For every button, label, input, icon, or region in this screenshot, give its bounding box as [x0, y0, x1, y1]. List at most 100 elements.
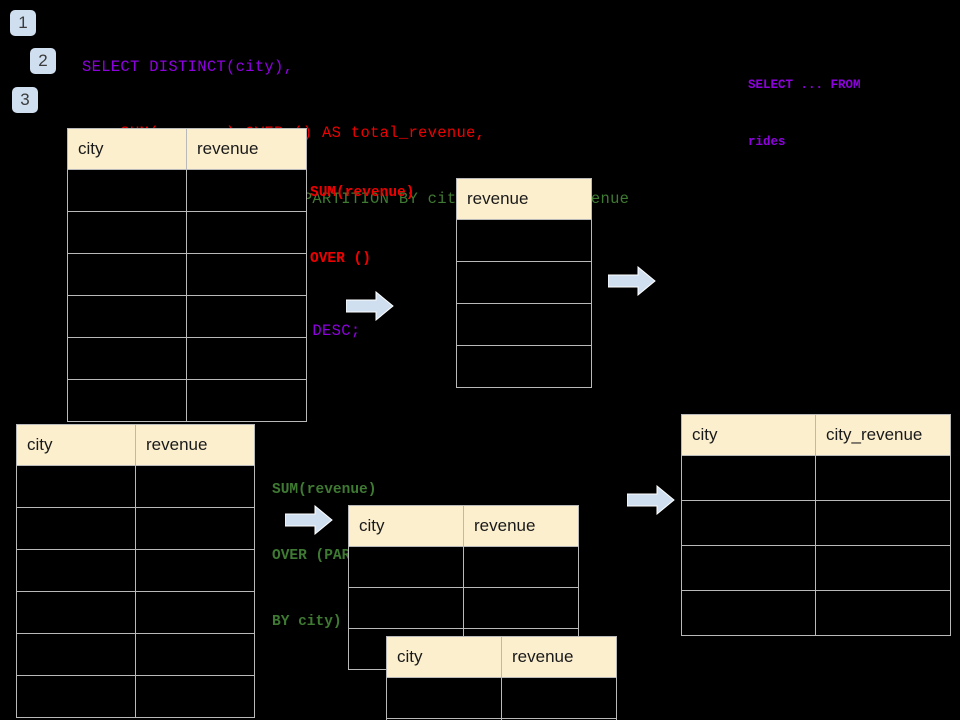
table-row [681, 455, 951, 501]
table-row [67, 253, 307, 296]
table-header-row: city revenue [16, 424, 255, 466]
table-row [16, 675, 255, 718]
table-cell [348, 546, 464, 588]
table-row [67, 379, 307, 422]
sql-line-select: SELECT DISTINCT(city), [82, 58, 294, 76]
column-header-city: city [348, 505, 464, 547]
table-cell [186, 337, 307, 380]
table-cell [386, 677, 502, 719]
table-cell [501, 677, 617, 719]
annotation-total-revenue-line-1: SUM(revenue) [310, 185, 415, 201]
table-cell [463, 546, 579, 588]
table-cell [135, 507, 255, 550]
table-row [67, 337, 307, 380]
table-cell [135, 675, 255, 718]
table-cell [815, 455, 951, 501]
table-cell [186, 253, 307, 296]
table-row [67, 169, 307, 212]
table-row [681, 500, 951, 546]
table-cell [67, 169, 187, 212]
table-cell [67, 379, 187, 422]
table-row [16, 633, 255, 676]
step-badge-3: 3 [12, 87, 38, 113]
column-header-revenue: revenue [186, 128, 307, 170]
table-cell [16, 591, 136, 634]
table-cell [135, 549, 255, 592]
table-row [456, 303, 592, 346]
table-cell [186, 295, 307, 338]
table-row [456, 345, 592, 388]
table-cell [815, 590, 951, 636]
column-header-city: city [681, 414, 816, 456]
arrow-partition-to-result [627, 485, 675, 515]
table-row [386, 677, 617, 719]
table-cell [681, 500, 816, 546]
table-row [16, 591, 255, 634]
table-header-row: city revenue [348, 505, 579, 547]
table-cell [67, 253, 187, 296]
table-cell [815, 545, 951, 591]
table-row [681, 590, 951, 636]
table-cell [463, 587, 579, 629]
table-cell [456, 261, 592, 304]
rides-source-table: city revenue [67, 128, 307, 422]
column-header-city: city [16, 424, 136, 466]
table-row [16, 465, 255, 508]
table-row [386, 718, 617, 720]
table-body [16, 465, 255, 718]
table-cell [135, 465, 255, 508]
column-header-city: city [386, 636, 502, 678]
table-body [386, 677, 617, 720]
table-cell [67, 337, 187, 380]
sql-side-line-2: rides [748, 135, 786, 149]
annotation-city-revenue-line-1: SUM(revenue) [272, 482, 377, 498]
table-cell [501, 718, 617, 720]
arrow-source-to-total [346, 291, 394, 321]
table-row [67, 295, 307, 338]
table-cell [681, 545, 816, 591]
table-cell [681, 590, 816, 636]
table-header-row: revenue [456, 178, 592, 220]
partition-group-table-front: city revenue [386, 636, 617, 720]
table-cell [16, 633, 136, 676]
table-cell [456, 219, 592, 262]
table-header-row: city revenue [67, 128, 307, 170]
table-row [16, 549, 255, 592]
table-row [456, 219, 592, 262]
table-cell [456, 345, 592, 388]
total-revenue-table: revenue [456, 178, 592, 388]
sql-side-label: SELECT ... FROM rides [748, 38, 861, 190]
table-body [456, 219, 592, 388]
table-cell [348, 587, 464, 629]
table-cell [16, 675, 136, 718]
table-header-row: city city_revenue [681, 414, 951, 456]
table-body [67, 169, 307, 422]
column-header-revenue: revenue [456, 178, 592, 220]
table-cell [186, 211, 307, 254]
table-cell [135, 591, 255, 634]
table-cell [16, 549, 136, 592]
table-cell [16, 465, 136, 508]
table-cell [67, 211, 187, 254]
step-badge-1: 1 [10, 10, 36, 36]
column-header-revenue: revenue [135, 424, 255, 466]
table-cell [186, 169, 307, 212]
table-row [16, 507, 255, 550]
table-row [681, 545, 951, 591]
table-cell [456, 303, 592, 346]
table-cell [67, 295, 187, 338]
table-body [681, 455, 951, 636]
table-cell [186, 379, 307, 422]
arrow-total-to-result [608, 266, 656, 296]
table-cell [135, 633, 255, 676]
table-row [348, 587, 579, 629]
table-cell [681, 455, 816, 501]
table-header-row: city revenue [386, 636, 617, 678]
column-header-city-revenue: city_revenue [815, 414, 951, 456]
annotation-total-revenue: SUM(revenue) OVER () [310, 138, 414, 314]
annotation-city-revenue-line-3: BY city) [272, 614, 342, 630]
table-row [348, 546, 579, 588]
table-cell [815, 500, 951, 546]
column-header-city: city [67, 128, 187, 170]
